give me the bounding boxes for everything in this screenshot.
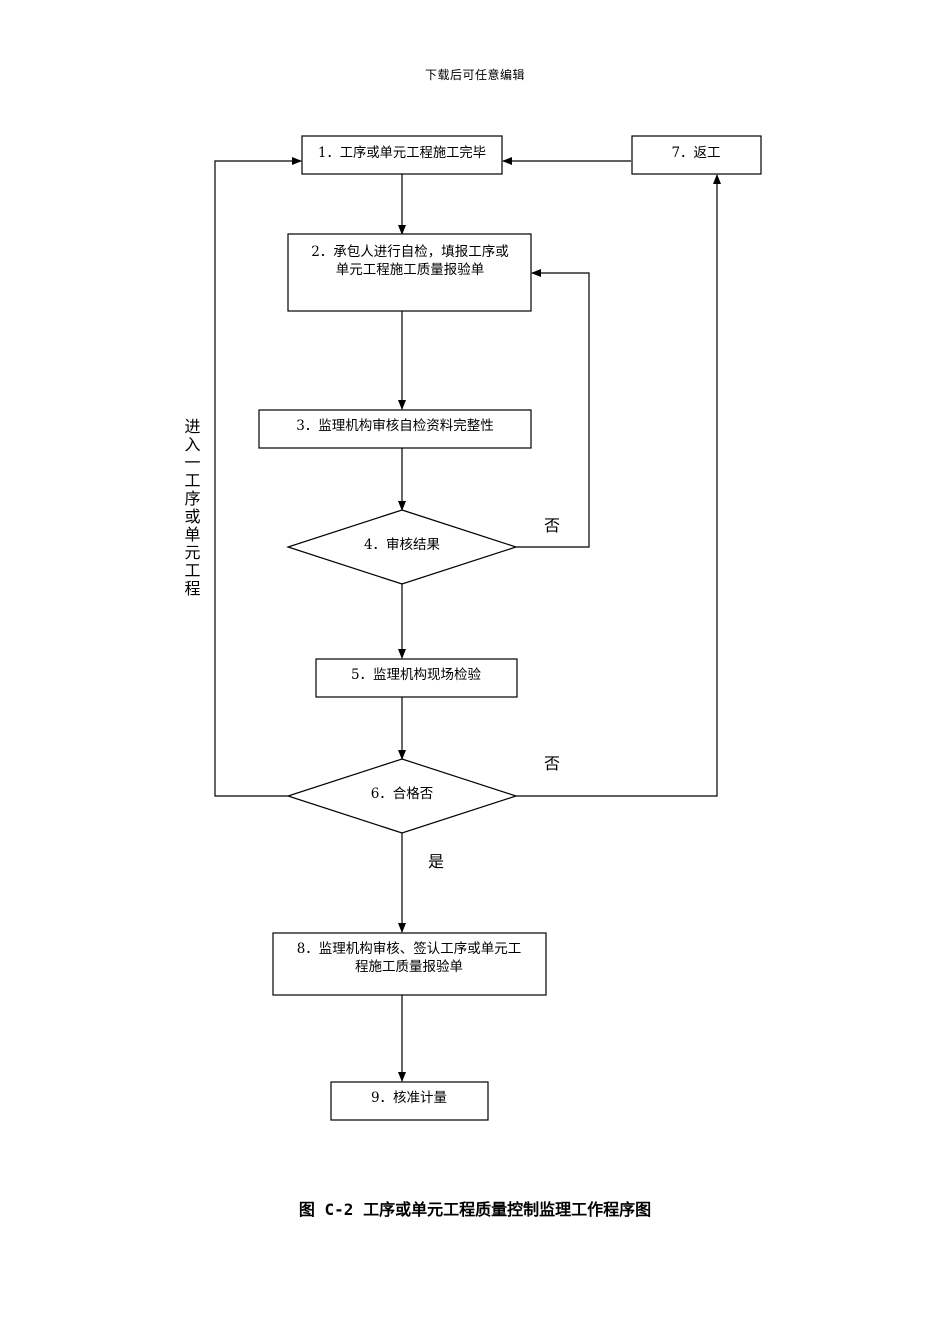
figure-caption: 图 C-2 工序或单元工程质量控制监理工作程序图 [298,1200,652,1219]
node-2-label-line2: 单元工程施工质量报验单 [336,262,485,278]
node-6-diamond [286,758,518,834]
edge-6-to-7 [516,174,721,797]
node-3-label: 3．监理机构审核自检资料完整性 [296,418,494,434]
node-2-box [287,233,532,312]
node-1-box [301,135,503,175]
edge-label-review-no: 否 [544,516,560,535]
node-4-label: 4．审核结果 [364,537,441,553]
node-9-box [330,1081,489,1121]
node-4-diamond [286,509,518,585]
node-2-label-line1: 2．承包人进行自检，填报工序或 [311,244,509,260]
node-5-box [315,658,518,698]
node-8-label-line2: 程施工质量报验单 [355,959,463,975]
edge-label-pass-no: 否 [544,754,560,773]
node-1-label: 1．工序或单元工程施工完毕 [318,145,486,161]
edge-4-back-2 [516,269,590,548]
edge-label-pass-yes: 是 [428,852,444,871]
node-8-box [272,932,547,996]
node-6-label: 6．合格否 [371,786,434,802]
node-7-label: 7．返工 [671,145,720,161]
node-5-label: 5．监理机构现场检验 [351,667,482,683]
edge-6-next-1 [214,157,302,797]
edge-label-next-process: 进入一工序或单元工程 [182,418,201,598]
node-7-box [631,135,762,175]
node-8-label-line1: 8．监理机构审核、签认工序或单元工 [297,940,522,957]
node-9-label: 9．核准计量 [371,1090,447,1106]
page-header: 下载后可任意编辑 [424,68,525,82]
node-3-box [258,409,532,449]
